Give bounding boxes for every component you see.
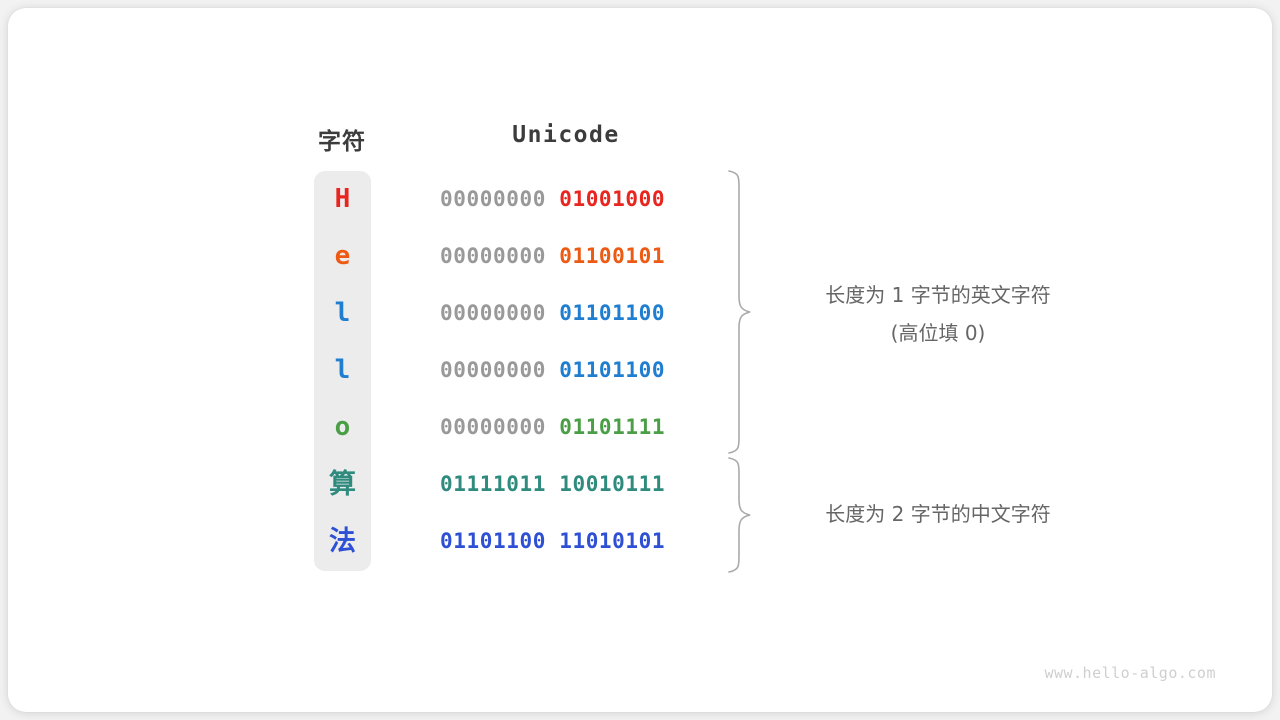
character-cell: o — [334, 412, 351, 442]
high-byte: 01101100 — [440, 529, 546, 553]
byte-separator — [546, 187, 559, 211]
brace-chinese — [728, 457, 751, 573]
byte-separator — [546, 472, 559, 496]
unicode-binary-row: 01111011 10010111 — [440, 456, 692, 513]
low-byte: 01100101 — [559, 244, 666, 268]
unicode-binary-row: 00000000 01100101 — [440, 228, 692, 285]
annotation-english-main: 长度为 1 字节的英文字符 — [825, 283, 1051, 307]
byte-separator — [546, 415, 559, 439]
annotation-chinese-char: 长度为 2 字节的中文字符 — [793, 498, 1083, 527]
annotation-chinese-main: 长度为 2 字节的中文字符 — [825, 502, 1051, 526]
low-byte: 01101111 — [559, 415, 666, 439]
byte-separator — [546, 358, 559, 382]
high-byte: 00000000 — [440, 244, 546, 268]
brace-english — [728, 170, 751, 454]
unicode-binary-row: 01101100 11010101 — [440, 513, 692, 570]
annotation-english-char: 长度为 1 字节的英文字符 (高位填 0) — [793, 279, 1083, 346]
high-byte: 00000000 — [440, 187, 546, 211]
unicode-binary-row: 00000000 01101111 — [440, 399, 692, 456]
low-byte: 10010111 — [559, 472, 666, 496]
character-cell: e — [334, 241, 351, 271]
low-byte: 01101100 — [559, 301, 666, 325]
unicode-binary-row: 00000000 01001000 — [440, 171, 692, 228]
high-byte: 00000000 — [440, 415, 546, 439]
character-cell: H — [334, 184, 351, 214]
figure-card: 字符 Unicode H 00000000 01001000 e 00000000 0… — [8, 8, 1272, 712]
unicode-binary-row: 00000000 01101100 — [440, 285, 692, 342]
byte-separator — [546, 244, 559, 268]
character-cell: 法 — [329, 526, 356, 557]
column-header-character: 字符 — [318, 129, 366, 155]
high-byte: 00000000 — [440, 358, 546, 382]
byte-separator — [546, 529, 559, 553]
unicode-binary-row: 00000000 01101100 — [440, 342, 692, 399]
watermark: www.hello-algo.com — [1044, 664, 1216, 682]
column-header-unicode: Unicode — [512, 122, 620, 148]
character-cell: l — [334, 298, 351, 328]
byte-separator — [546, 301, 559, 325]
low-byte: 11010101 — [559, 529, 666, 553]
high-byte: 01111011 — [440, 472, 546, 496]
high-byte: 00000000 — [440, 301, 546, 325]
character-cell: 算 — [329, 469, 356, 500]
character-column-panel — [314, 171, 371, 571]
character-cell: l — [334, 355, 351, 385]
low-byte: 01001000 — [559, 187, 666, 211]
annotation-english-sub: (高位填 0) — [890, 321, 986, 345]
low-byte: 01101100 — [559, 358, 666, 382]
